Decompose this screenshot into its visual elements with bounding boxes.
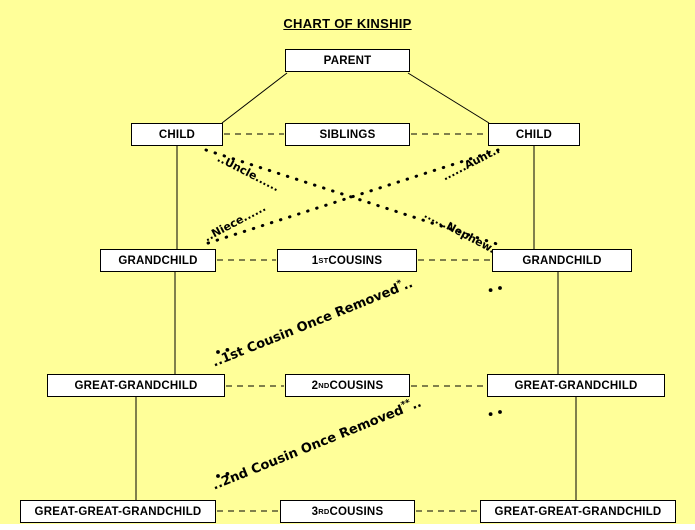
node-parent-label: PARENT xyxy=(323,54,372,67)
node-child-right[interactable]: CHILD xyxy=(488,123,580,146)
relation-label-uncle-text: ..Uncle...... xyxy=(215,151,282,195)
node-siblings[interactable]: SIBLINGS xyxy=(285,123,410,146)
node-grandchild-right-label: GRANDCHILD xyxy=(522,254,602,267)
relation-label-second-cousin-once-removed-trailing-dots: .. xyxy=(408,395,424,414)
relation-label-aunt-text: ......Aunt.. xyxy=(440,143,502,184)
node-great-grandchild-right[interactable]: GREAT-GRANDCHILD xyxy=(487,374,665,397)
node-parent[interactable]: PARENT xyxy=(285,49,410,72)
node-child-right-label: CHILD xyxy=(515,128,553,141)
node-child-left-label: CHILD xyxy=(158,128,196,141)
relation-label-niece-text: ..Niece...... xyxy=(201,200,268,245)
node-great-grandchild-left-label: GREAT-GRANDCHILD xyxy=(74,379,198,392)
relation-label-second-cousin-once-removed-text: ..2nd Cousin Once Removed xyxy=(210,402,406,494)
relation-label-nephew-text: ......Nephew.. xyxy=(421,207,502,259)
node-great-great-grandchild-right[interactable]: GREAT-GREAT-GRANDCHILD xyxy=(480,500,676,523)
node-first-cousins-rest: COUSINS xyxy=(328,254,383,267)
relation-label-uncle: ..Uncle...... xyxy=(215,152,281,194)
node-grandchild-right[interactable]: GRANDCHILD xyxy=(492,249,632,272)
node-child-left[interactable]: CHILD xyxy=(131,123,223,146)
relation-label-second-cousin-once-removed: ..2nd Cousin Once Removed**.. xyxy=(210,396,424,494)
node-first-cousins-number: 1 xyxy=(311,254,319,267)
relation-label-first-cousin-once-removed-trailing-dots: .. xyxy=(400,276,416,294)
page-title-text: CHART OF KINSHIP xyxy=(283,16,412,31)
line-parent-to-child-left xyxy=(221,72,288,124)
node-great-great-grandchild-right-label: GREAT-GREAT-GRANDCHILD xyxy=(494,505,662,518)
node-great-great-grandchild-left[interactable]: GREAT-GREAT-GRANDCHILD xyxy=(20,500,216,523)
node-great-grandchild-right-label: GREAT-GRANDCHILD xyxy=(514,379,638,392)
line-parent-to-child-right xyxy=(407,72,490,124)
node-third-cousins-rest: COUSINS xyxy=(329,505,384,518)
relation-label-first-cousin-once-removed-text: ..1st Cousin Once Removed xyxy=(210,281,402,371)
relation-label-first-cousin-once-removed: ..1st Cousin Once Removed*.. xyxy=(210,276,415,370)
node-third-cousins-number: 3 xyxy=(311,505,319,518)
node-siblings-label: SIBLINGS xyxy=(319,128,376,141)
node-grandchild-left-label: GRANDCHILD xyxy=(118,254,198,267)
node-grandchild-left[interactable]: GRANDCHILD xyxy=(100,249,216,272)
node-second-cousins-rest: COUSINS xyxy=(329,379,384,392)
relation-label-aunt: ......Aunt.. xyxy=(440,143,502,183)
relation-label-nephew: ......Nephew.. xyxy=(422,208,501,258)
relation-label-niece: ..Niece...... xyxy=(202,201,268,244)
page-title: CHART OF KINSHIP xyxy=(0,16,695,31)
node-great-grandchild-left[interactable]: GREAT-GRANDCHILD xyxy=(47,374,225,397)
node-great-great-grandchild-left-label: GREAT-GREAT-GRANDCHILD xyxy=(34,505,202,518)
node-second-cousins-number: 2 xyxy=(311,379,319,392)
